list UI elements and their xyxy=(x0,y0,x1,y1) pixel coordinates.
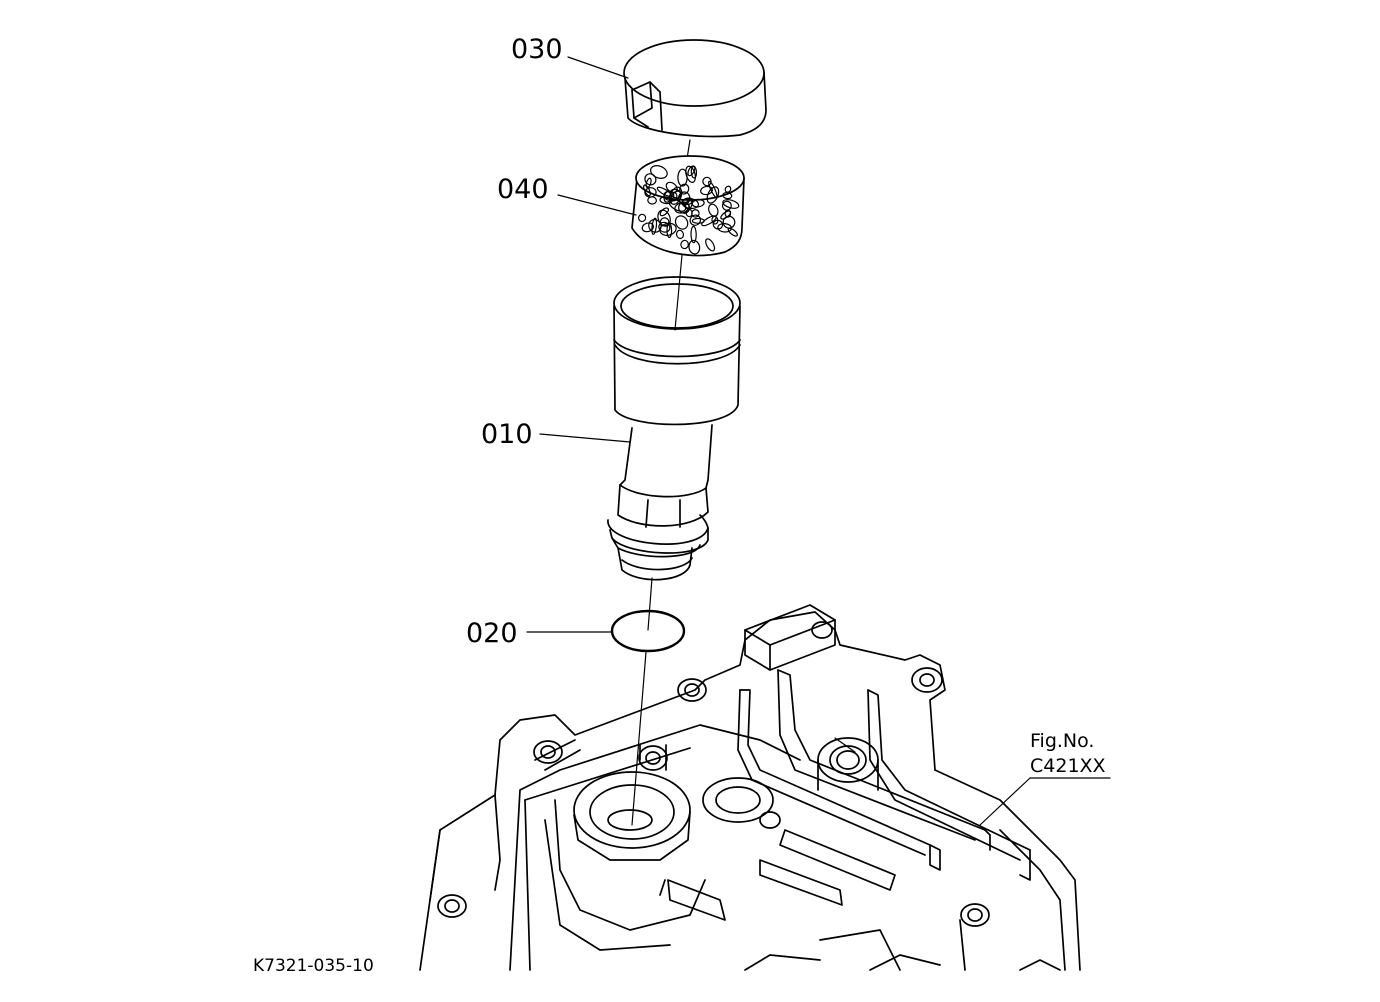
mesh-loop xyxy=(675,229,685,240)
mesh-loop xyxy=(722,191,733,200)
part-label-030: 030 xyxy=(511,34,563,65)
mesh-loop xyxy=(651,217,658,235)
mesh-loop xyxy=(691,217,705,224)
element-drawing xyxy=(631,155,745,257)
mesh-loop xyxy=(665,181,678,194)
part-label-040: 040 xyxy=(497,174,549,205)
mesh-loop xyxy=(727,227,738,237)
mesh-loop xyxy=(641,222,654,233)
mesh-loop xyxy=(637,213,647,223)
mesh-loop xyxy=(691,209,700,218)
filler-tube-drawing xyxy=(607,276,741,581)
mesh-loop xyxy=(705,238,716,252)
mesh-loop xyxy=(724,185,732,193)
mesh-loop xyxy=(648,219,662,233)
mesh-loop xyxy=(659,196,673,205)
mesh-loop xyxy=(689,214,702,226)
mesh-loop xyxy=(674,215,689,230)
figure-number-caption: Fig.No. xyxy=(1030,730,1094,752)
cap-drawing xyxy=(623,39,767,138)
mesh-loop xyxy=(669,186,683,205)
mesh-loop xyxy=(680,239,689,250)
mesh-loop xyxy=(685,199,693,210)
mesh-loop xyxy=(650,165,668,179)
mesh-loop xyxy=(688,239,701,255)
mesh-loop xyxy=(702,176,712,187)
mesh-loop xyxy=(712,219,724,230)
mesh-loop xyxy=(677,168,688,187)
mesh-loop xyxy=(708,203,719,217)
mesh-loop xyxy=(668,198,687,212)
part-label-020: 020 xyxy=(466,618,518,649)
leader-lines xyxy=(526,56,1111,826)
mesh-loop xyxy=(690,225,697,244)
mesh-loop xyxy=(708,180,718,198)
mesh-loop xyxy=(644,173,657,186)
head-cover-drawing xyxy=(419,604,1081,971)
mesh-loop xyxy=(657,209,671,227)
mesh-loop xyxy=(644,187,657,198)
mesh-loop xyxy=(701,215,717,227)
part-label-010: 010 xyxy=(481,419,533,450)
mesh-loop xyxy=(706,186,720,204)
mesh-loop xyxy=(722,199,740,209)
drawing-reference-code: K7321-035-10 xyxy=(253,956,374,976)
figure-number-value: C421XX xyxy=(1030,755,1106,777)
mesh-loop xyxy=(658,221,671,233)
mesh-loop xyxy=(690,165,698,179)
mesh-loop xyxy=(724,209,732,218)
o-ring-drawing xyxy=(610,609,686,653)
mesh-loop xyxy=(700,185,713,196)
